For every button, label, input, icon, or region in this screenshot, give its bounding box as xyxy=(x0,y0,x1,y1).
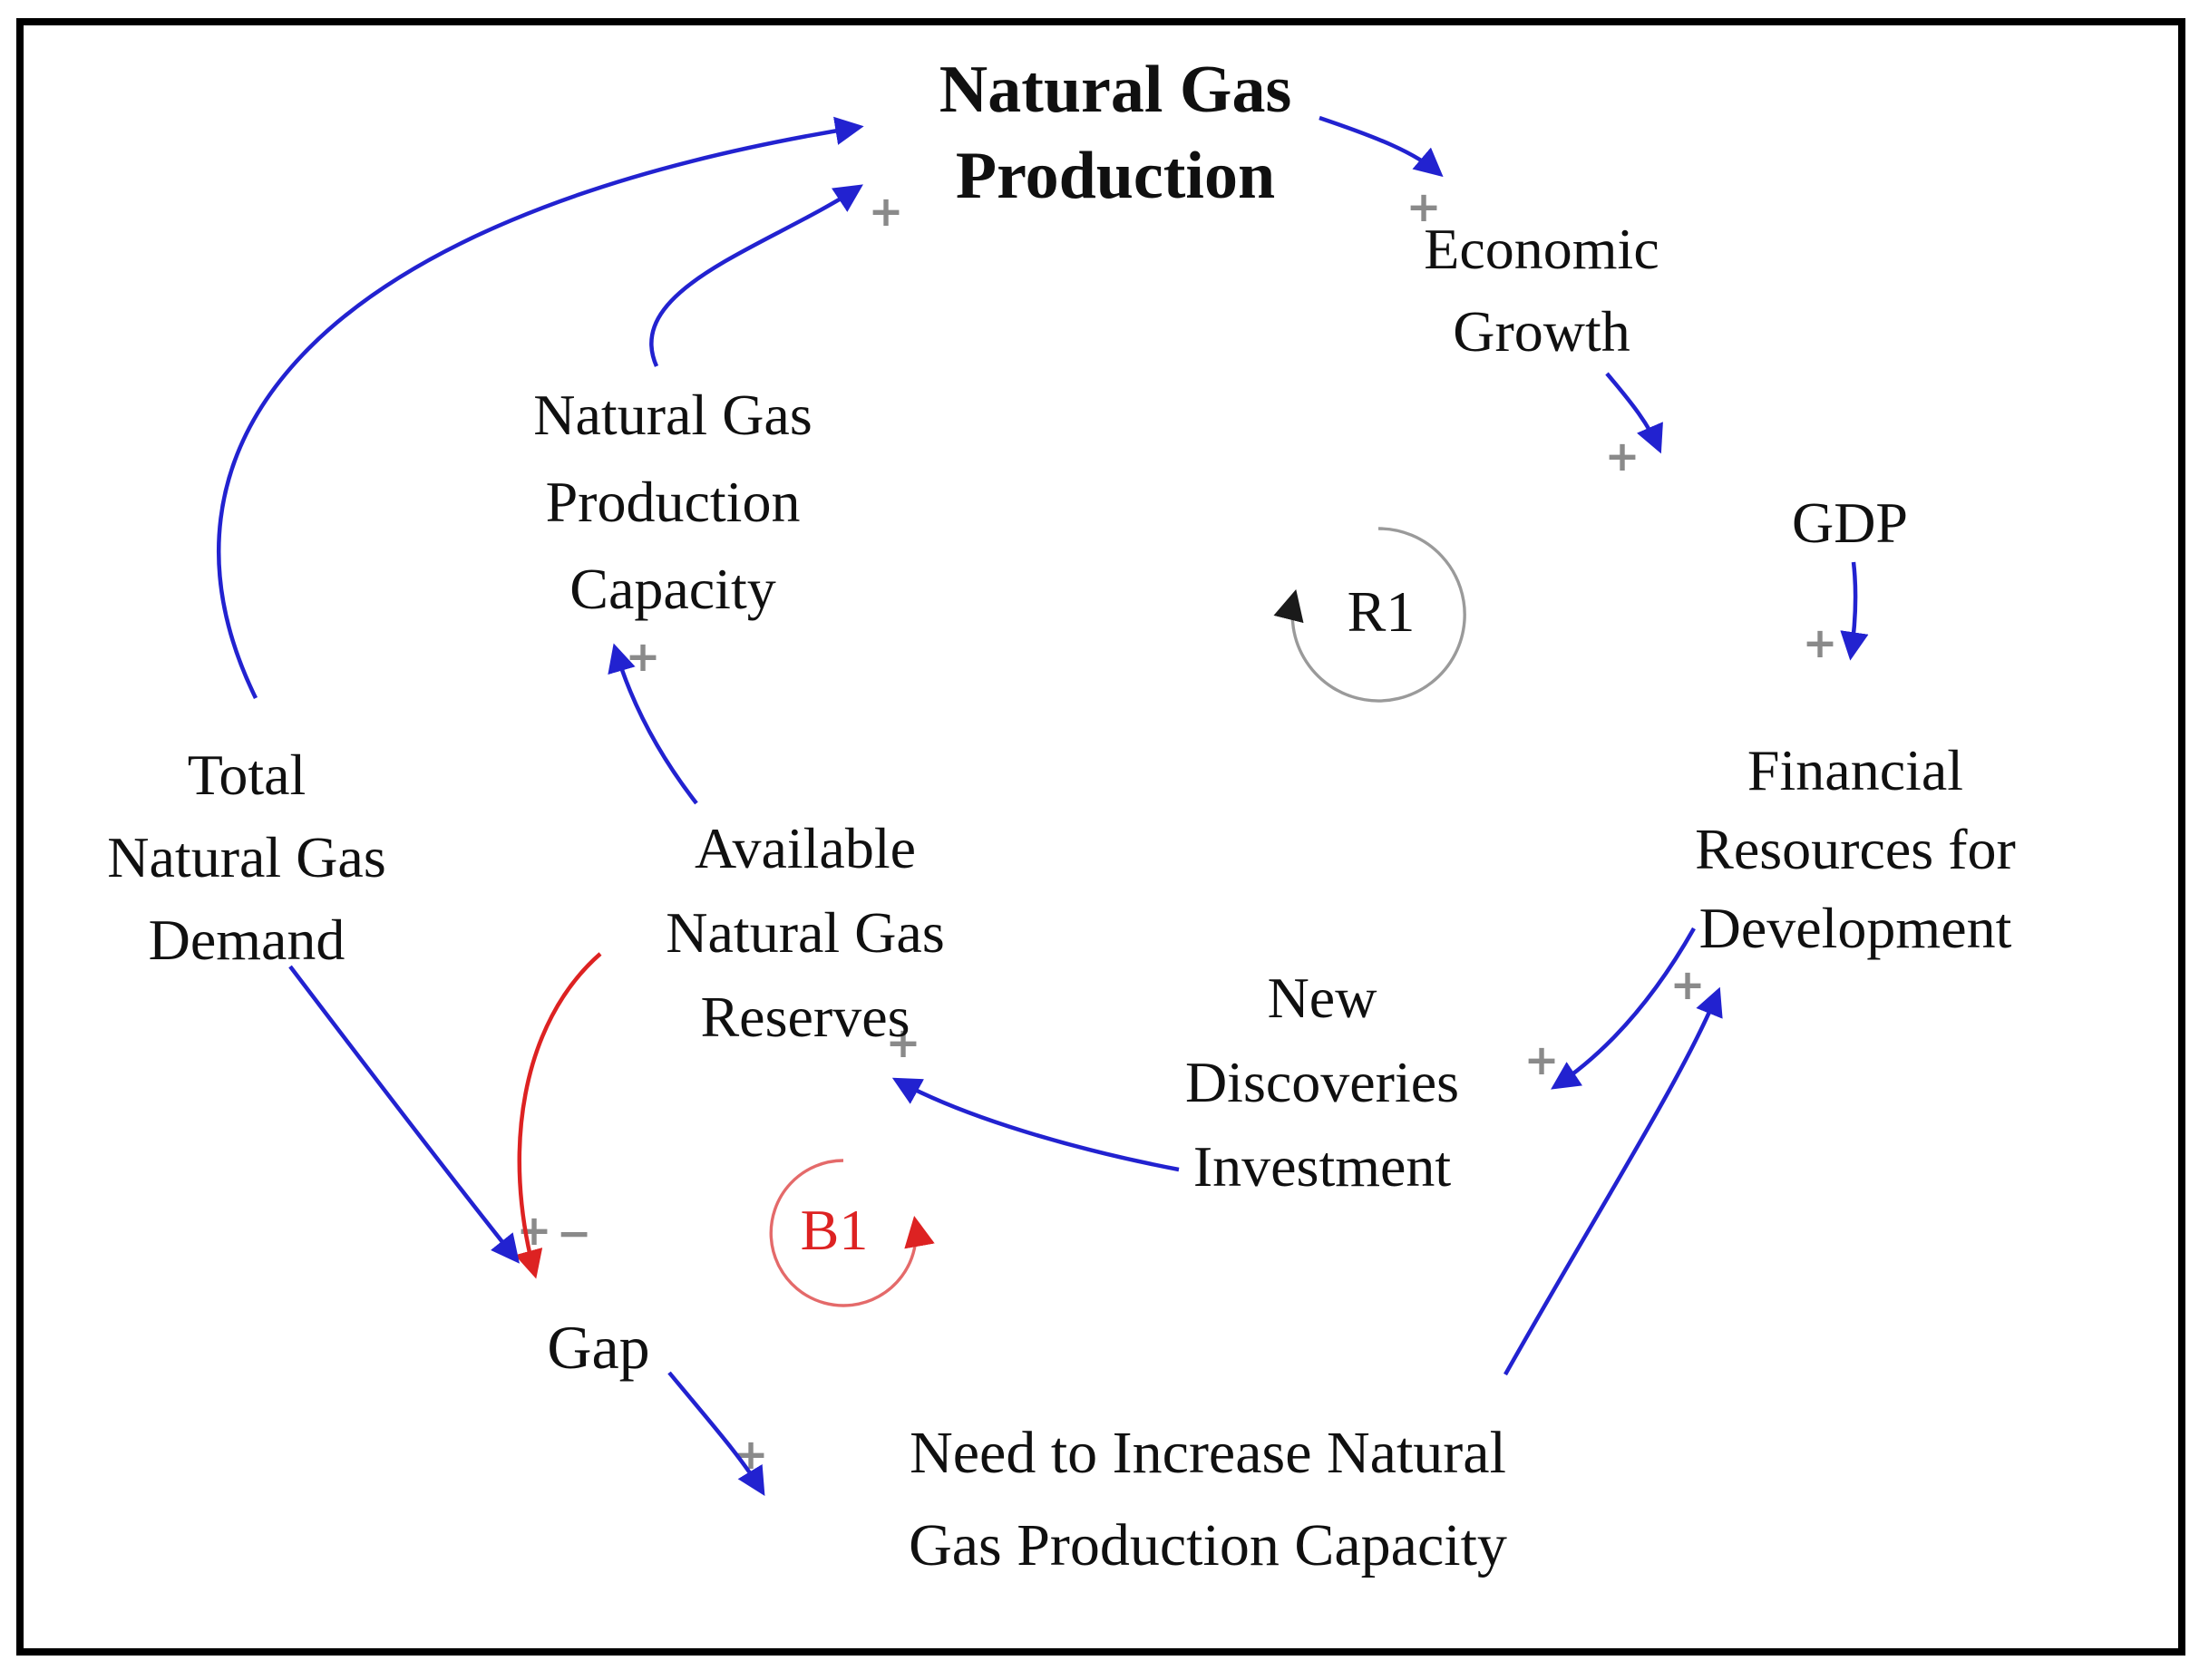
node-need-to-increase-capacity: Need to Increase Natural Gas Production … xyxy=(909,1420,1507,1579)
link-gap-to-need xyxy=(667,1371,765,1497)
link-economic-growth-to-gdp xyxy=(1605,372,1663,454)
link-total-demand-to-production xyxy=(217,116,864,699)
link-financial-resources-to-new-discoveries xyxy=(1551,927,1696,1090)
balancing-loop-arc xyxy=(769,1159,935,1307)
link-gdp-to-financial-resources xyxy=(1840,561,1869,661)
node-total-natural-gas-demand: Total Natural Gas Demand xyxy=(107,743,386,972)
node-available-natural-gas-reserves: Available Natural Gas Reserves xyxy=(666,816,945,1049)
balancing-loop-label: B1 xyxy=(800,1198,869,1262)
polarity-sign: + xyxy=(1670,960,1706,1009)
polarity-sign: + xyxy=(626,632,661,681)
polarity-sign: + xyxy=(1406,182,1442,231)
polarity-sign: + xyxy=(1803,618,1838,667)
polarity-signs: + + + + + + + + − + + xyxy=(517,182,1838,1479)
polarity-sign: + xyxy=(869,187,904,236)
reinforcing-loop-arc xyxy=(1273,527,1466,703)
node-new-discoveries-investment: New Discoveries Investment xyxy=(1184,966,1460,1199)
link-capacity-to-production xyxy=(649,184,863,367)
node-gdp: GDP xyxy=(1791,490,1909,555)
reinforcing-loop-label: R1 xyxy=(1347,579,1416,644)
link-production-to-economic-growth xyxy=(1319,115,1444,178)
node-natural-gas-production-capacity: Natural Gas Production Capacity xyxy=(533,383,813,621)
node-financial-resources-for-development: Financial Resources for Development xyxy=(1695,738,2016,961)
link-total-demand-to-gap xyxy=(288,965,520,1264)
polarity-sign: − xyxy=(557,1209,592,1258)
node-natural-gas-production: Natural Gas Production xyxy=(939,53,1292,213)
link-reserves-to-gap-negative xyxy=(514,952,602,1279)
loop-indicators xyxy=(769,527,1466,1307)
node-economic-growth: Economic Growth xyxy=(1424,217,1659,364)
causal-links xyxy=(217,115,1869,1497)
link-new-discoveries-to-reserves xyxy=(891,1077,1180,1172)
node-gap: Gap xyxy=(547,1313,650,1382)
polarity-sign: + xyxy=(886,1018,921,1067)
link-reserves-to-capacity xyxy=(608,643,698,805)
link-need-to-financial-resources xyxy=(1503,986,1723,1376)
polarity-sign: + xyxy=(1524,1035,1560,1084)
polarity-sign: + xyxy=(1605,432,1640,481)
